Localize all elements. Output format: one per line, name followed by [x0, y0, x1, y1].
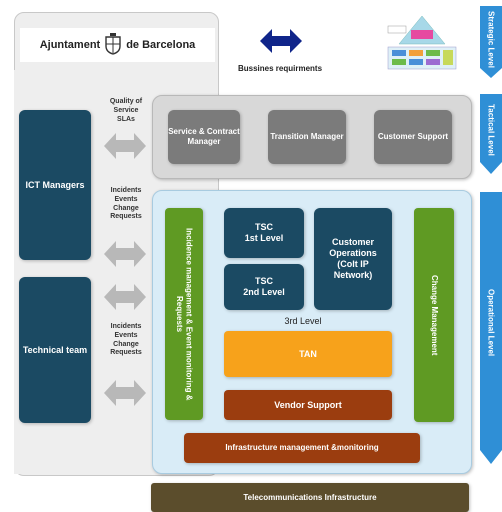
barcelona-shield-icon — [104, 32, 122, 58]
ict-managers-box: ICT Managers — [19, 110, 91, 260]
logo-text-right: de Barcelona — [126, 39, 196, 51]
logo-text-left: Ajuntament — [39, 39, 101, 51]
ict-managers-label: ICT Managers — [25, 179, 85, 190]
transition-manager-box: Transition Manager — [268, 110, 346, 164]
double-arrow-icon — [260, 28, 302, 59]
bidirectional-arrow-icon — [104, 282, 146, 317]
vendor-support-label: Vendor Support — [274, 399, 342, 410]
customer-operations-label: Customer Operations (Colt IP Network) — [329, 237, 377, 280]
service-contract-manager-label: Service & Contract Manager — [168, 127, 240, 146]
infrastructure-management-box: Infrastructure management &monitoring — [184, 433, 420, 463]
incidence-management-label: Incidence management & Event monitoring … — [175, 227, 194, 401]
bidirectional-arrow-icon — [104, 378, 146, 413]
third-level-label: 3rd Level — [284, 316, 322, 326]
pyramid-diagram-icon — [383, 14, 461, 77]
technical-team-label: Technical team — [22, 344, 88, 355]
change-management-label: Change Management — [429, 274, 439, 356]
service-contract-manager-box: Service & Contract Manager — [168, 110, 240, 164]
strategic-level-chevron — [480, 6, 502, 83]
transition-manager-label: Transition Manager — [270, 132, 344, 142]
technical-team-box: Technical team — [19, 277, 91, 423]
vendor-support-box: Vendor Support — [224, 390, 392, 420]
customer-support-label: Customer Support — [377, 132, 449, 142]
tactical-level-chevron — [480, 94, 502, 179]
telecommunications-label: Telecommunications Infrastructure — [243, 492, 377, 502]
tan-box: TAN — [224, 331, 392, 377]
telecommunications-infrastructure-box: Telecommunications Infrastructure — [151, 483, 469, 512]
infrastructure-management-label: Infrastructure management &monitoring — [225, 443, 379, 453]
change-management-box: Change Management — [414, 208, 454, 422]
tactical-level-label: Tactical Level — [486, 104, 496, 156]
business-requirements-label: Bussines requirments — [237, 64, 323, 73]
strategic-level-label: Strategic Level — [486, 10, 496, 68]
incidence-management-box: Incidence management & Event monitoring … — [165, 208, 203, 420]
operational-level-label: Operational Level — [486, 289, 496, 357]
bidirectional-arrow-icon — [104, 239, 146, 274]
customer-support-box: Customer Support — [374, 110, 452, 164]
tan-label: TAN — [299, 348, 317, 359]
ajuntament-logo: Ajuntament de Barcelona — [20, 28, 215, 62]
bidirectional-arrow-icon — [104, 131, 146, 166]
customer-operations-box: Customer Operations (Colt IP Network) — [314, 208, 392, 310]
operational-level-chevron — [480, 192, 502, 469]
